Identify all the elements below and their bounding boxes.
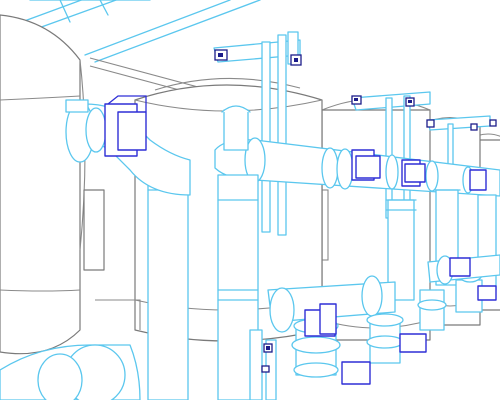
foreground-pipes: [0, 329, 277, 400]
actuator-1: [214, 49, 228, 61]
valve-lower-2: [341, 333, 427, 385]
left-tank: [0, 14, 141, 355]
actuator-lower: [261, 343, 273, 373]
valve-center: [351, 149, 381, 181]
actuator-4: [405, 97, 415, 107]
valve-lower-1: [304, 303, 337, 337]
riser-left: [147, 164, 189, 400]
valve-left: [104, 95, 147, 157]
actuator-2: [290, 54, 302, 66]
valve-lower-3: [449, 257, 497, 301]
valve-far: [469, 169, 487, 191]
valve-mid: [401, 159, 426, 187]
actuator-3: [351, 95, 362, 105]
actuator-5: [426, 119, 497, 131]
